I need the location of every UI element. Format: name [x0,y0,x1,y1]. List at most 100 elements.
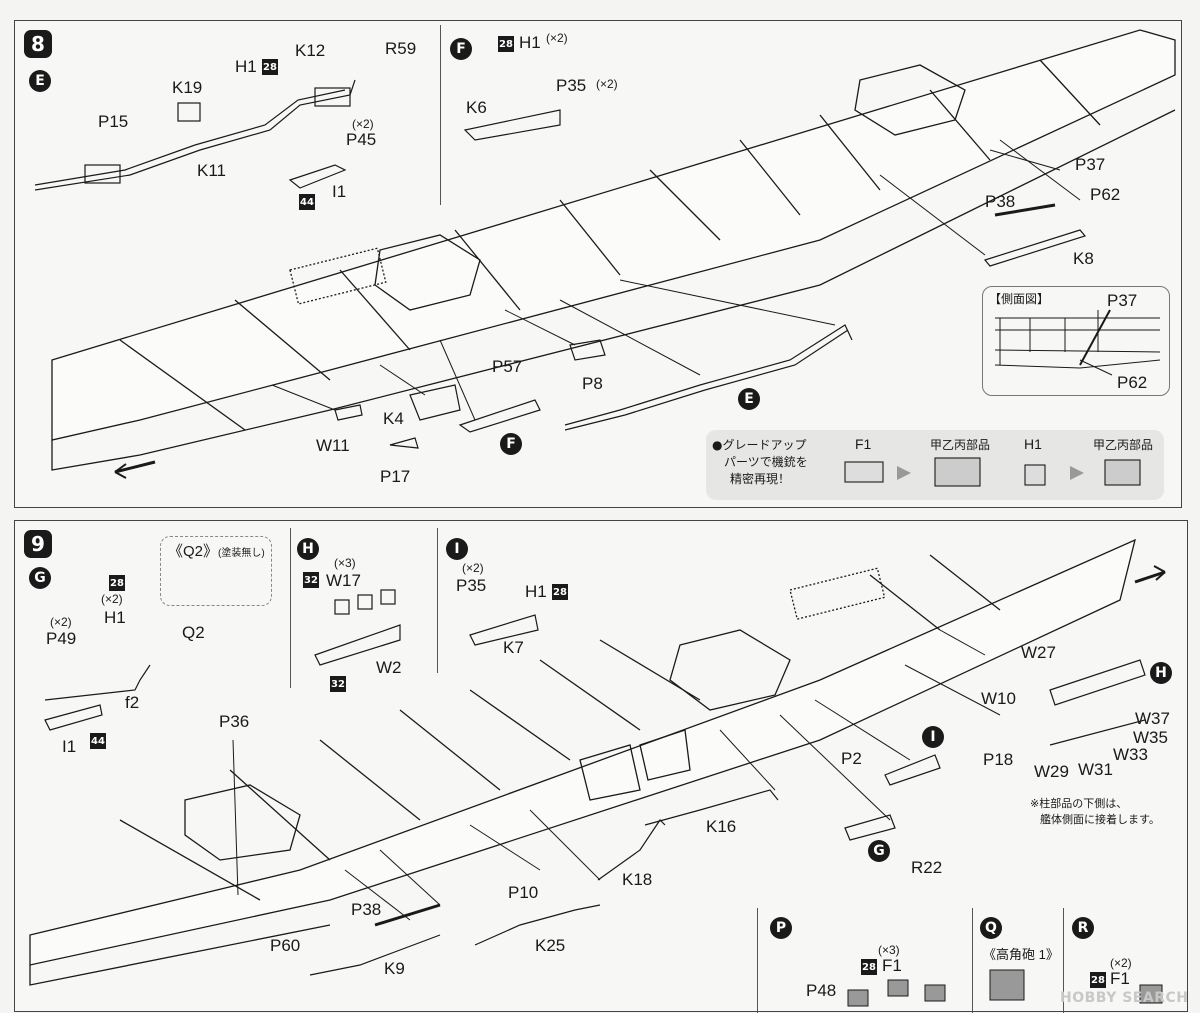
color-code-f1-p: 28 [861,959,877,975]
color-code-i1: 44 [299,194,315,210]
q2-box-note: (塗装無し) [218,548,265,559]
side-view-title: 【側面図】 [989,292,1050,306]
upgrade-note-line-2: パーツで機銃を [724,455,808,469]
label-p38: P38 [985,192,1016,211]
label-p35-i: P35 [456,576,487,595]
q2-box-title: 《Q2》 [168,543,219,560]
label-p36: P36 [219,712,250,731]
color-code-w17: 32 [303,572,319,588]
label-w27: W27 [1021,643,1056,662]
label-r22: R22 [911,858,943,877]
label-k9: K9 [384,959,405,978]
callout-f-bottom: F [500,433,522,455]
label-p37: P37 [1075,155,1106,174]
label-w31: W31 [1078,760,1113,779]
upgrade-h1-label: H1 [1024,436,1042,452]
color-code-h1: 28 [262,59,278,75]
label-w2: W2 [376,658,402,677]
label-h1: H1 [235,57,257,76]
sub-p-badge: P [770,917,792,939]
step9-sub-i-badge: I [446,538,468,560]
step9-divider-1 [290,528,291,688]
qty-p45: (×2) [352,117,374,131]
label-p17: P17 [380,467,411,486]
qty-p35: (×2) [596,77,618,91]
upgrade-note-line-3: 精密再現！ [730,472,791,486]
label-p62: P62 [1090,185,1121,204]
q2-box [160,536,272,606]
qty-h1-g: (×2) [101,592,123,606]
label-k16: K16 [706,817,737,836]
label-p49: P49 [46,629,77,648]
color-code-h1-i: 28 [552,584,568,600]
label-q2: Q2 [182,623,205,642]
label-h1-f: H1 [519,33,541,52]
label-p2: P2 [841,749,862,768]
label-k19: K19 [172,78,203,97]
step8-sub-f-badge: F [450,38,472,60]
label-i1-g: I1 [62,737,77,756]
label-w11: W11 [316,436,350,455]
bottom-divider-1 [757,908,758,1013]
qty-f1-p: (×3) [878,943,900,957]
step8-divider [440,25,441,205]
sub-r-badge: R [1072,917,1094,939]
sub-q-badge: Q [980,917,1002,939]
label-w37: W37 [1135,709,1170,728]
label-q-title: 《高角砲 1》 [983,947,1059,962]
label-k12: K12 [295,41,326,60]
step9-sub-g-badge: G [29,567,51,589]
color-code-h1-f: 28 [498,36,514,52]
bottom-divider-3 [1063,908,1064,1013]
label-p35: P35 [556,76,587,95]
qty-f1-r: (×2) [1110,956,1132,970]
label-p48: P48 [806,981,837,1000]
label-p18: P18 [983,750,1014,769]
label-p10: P10 [508,883,539,902]
color-code-h1-g: 28 [109,575,125,591]
label-k18: K18 [622,870,653,889]
label-k7: K7 [503,638,524,657]
label-k4: K4 [383,409,404,428]
label-p45: P45 [346,130,377,149]
qty-w17: (×3) [334,556,356,570]
side-view-p37: P37 [1107,291,1138,310]
label-p57: P57 [492,357,523,376]
label-k11: K11 [197,161,226,180]
label-i1: I1 [332,182,347,201]
upgrade-f1-alt: 甲乙丙部品 [930,438,991,452]
callout-e-bottom: E [738,388,760,410]
callout-g: G [868,840,890,862]
step9-number: 9 [24,530,52,558]
label-k25: K25 [535,936,566,955]
qty-p49: (×2) [50,615,72,629]
label-f1-r: F1 [1110,969,1130,988]
label-p38-9: P38 [351,900,382,919]
side-view-p62: P62 [1117,373,1148,392]
side-view-inset [982,286,1170,396]
label-w10: W10 [981,689,1016,708]
upgrade-h1-alt: 甲乙丙部品 [1093,438,1154,452]
label-p15: P15 [98,112,129,131]
bottom-divider-2 [972,908,973,1013]
label-h1-g: H1 [104,608,126,627]
color-code-w2: 32 [330,676,346,692]
qty-p35-i: (×2) [462,561,484,575]
watermark: HOBBY SEARCH [1060,990,1189,1006]
label-r59: R59 [385,39,417,58]
color-code-i1-g: 44 [90,733,106,749]
label-w33: W33 [1113,745,1148,764]
step9-sub-h-badge: H [297,538,319,560]
label-p8: P8 [582,374,603,393]
callout-h: H [1150,662,1172,684]
label-w29: W29 [1034,762,1069,781]
label-f2: f2 [125,693,140,712]
step9-note-line-1: ※柱部品の下側は、 [1030,797,1128,810]
label-f1-p: F1 [882,956,902,975]
step8-sub-e-badge: E [29,70,51,92]
